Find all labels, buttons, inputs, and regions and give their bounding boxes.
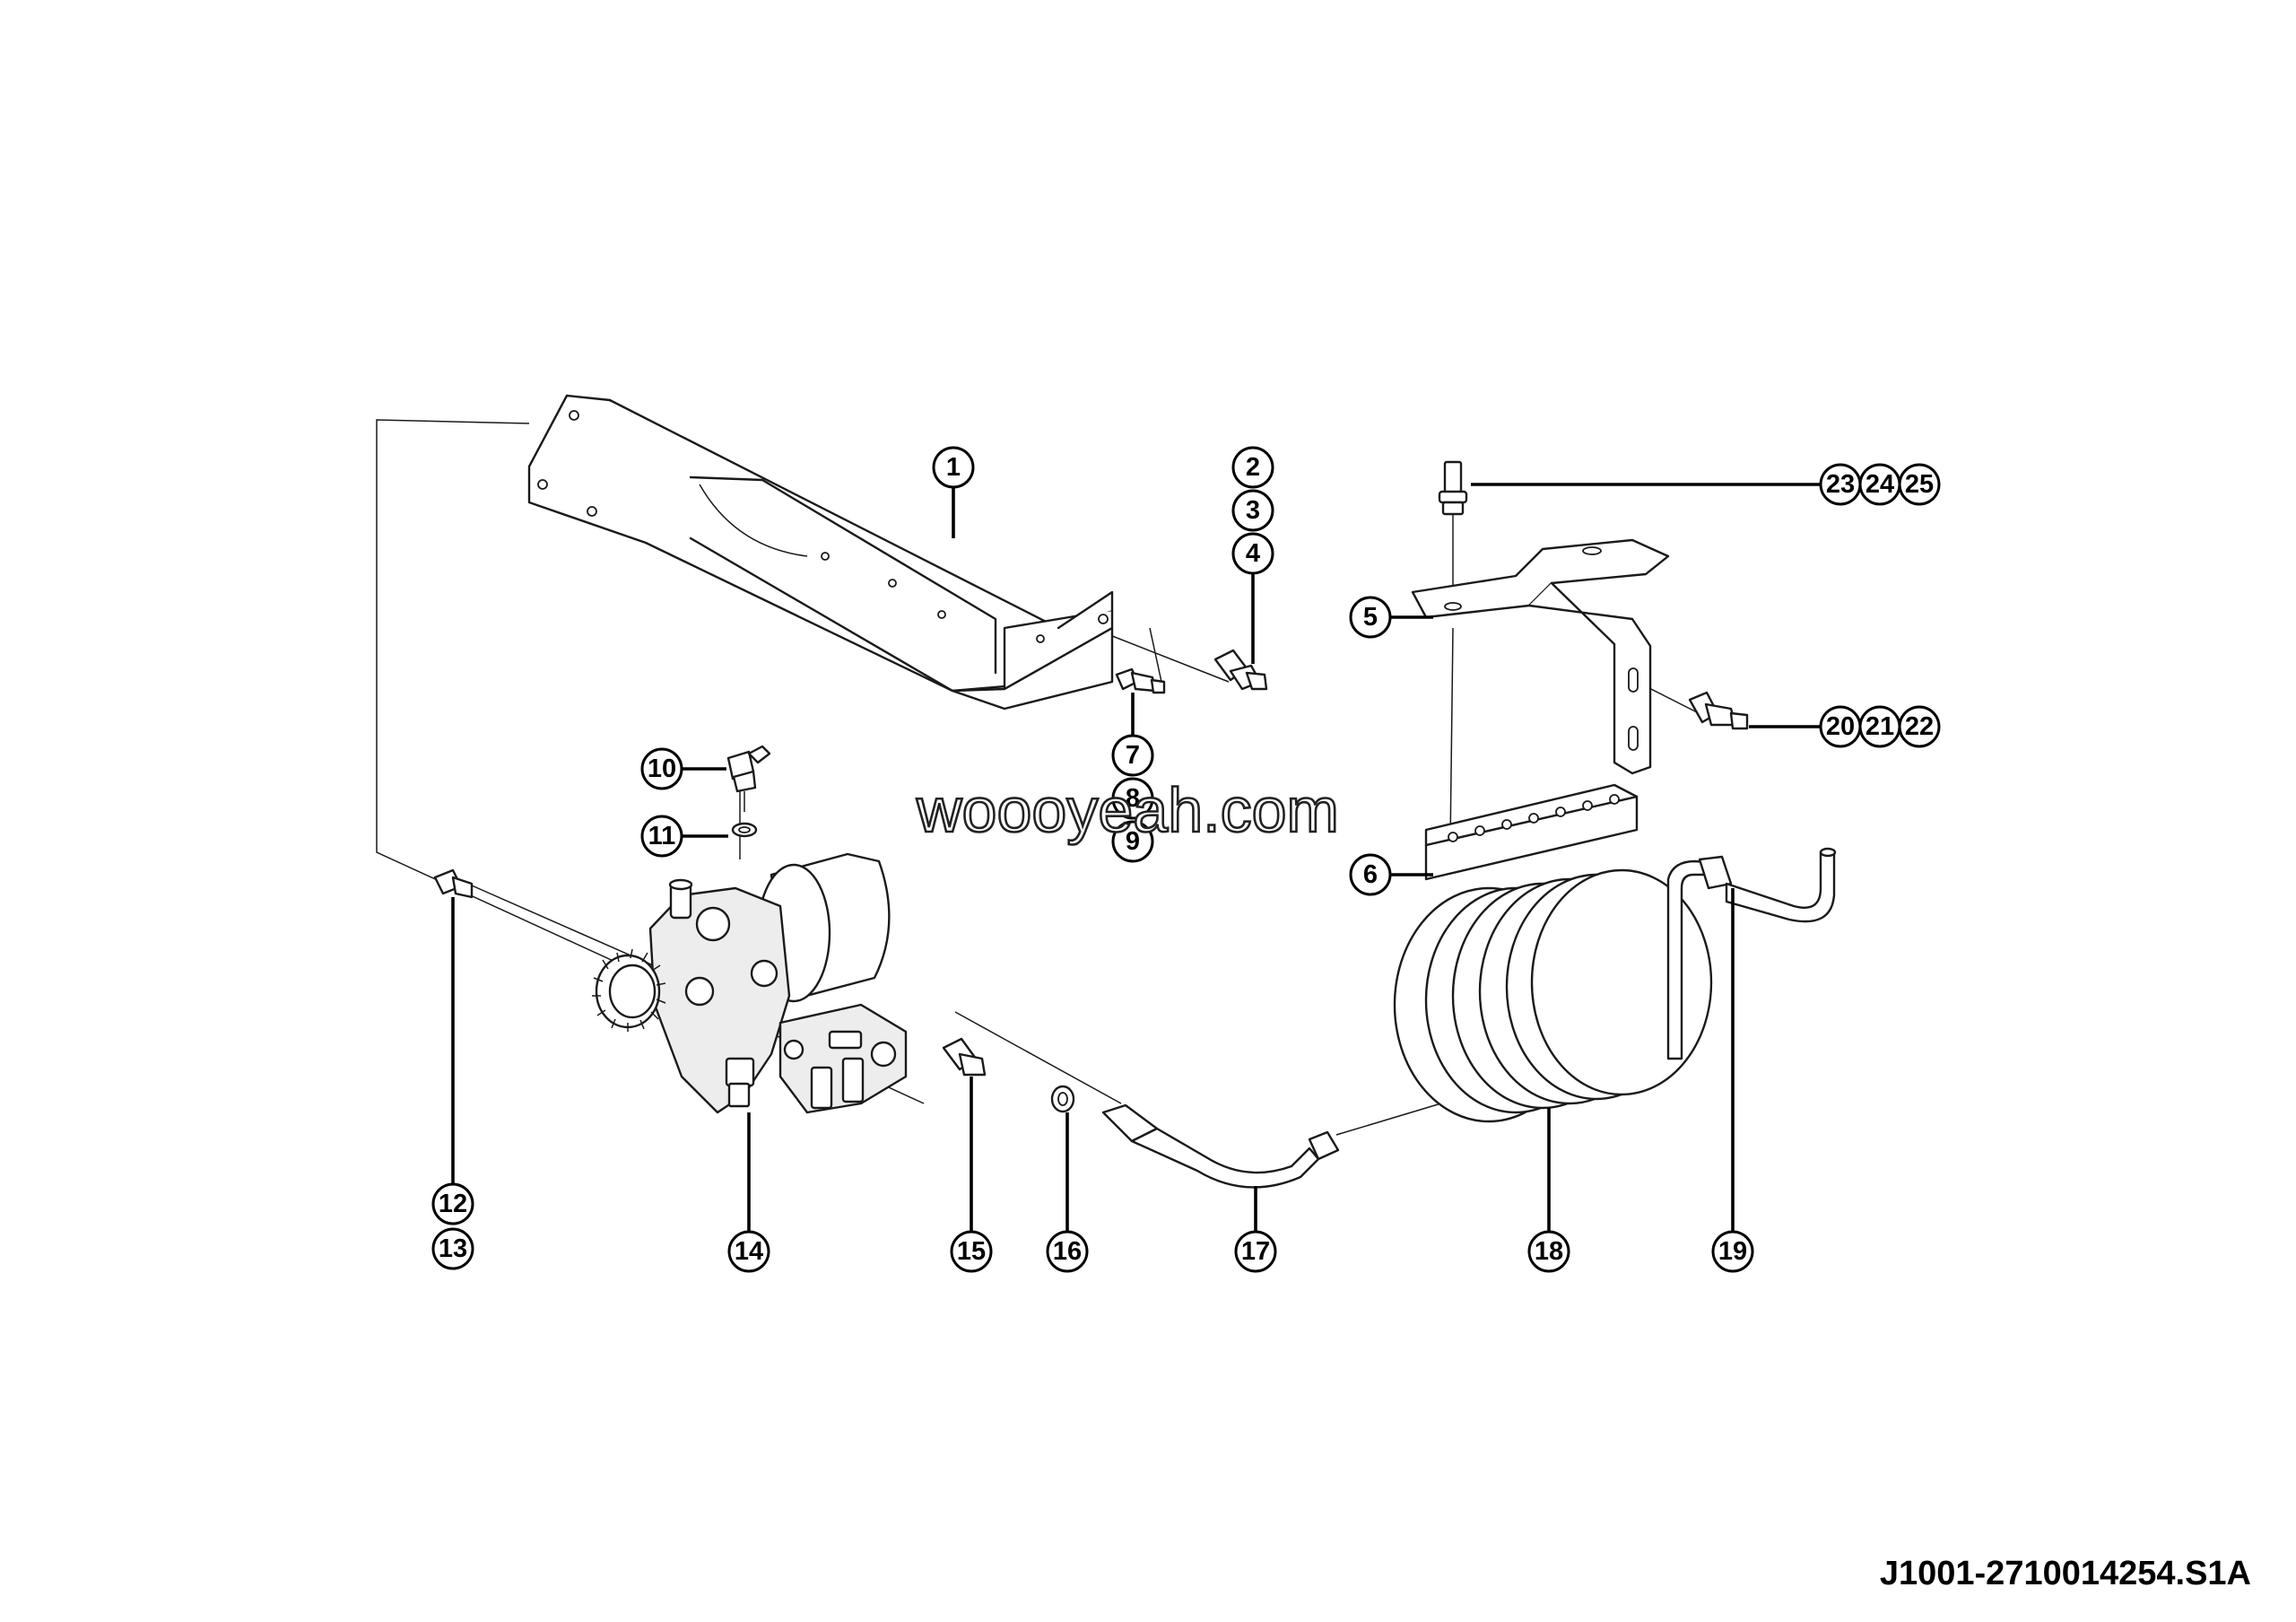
callout-12: 12 — [431, 1182, 474, 1225]
svg-text:24: 24 — [1866, 470, 1894, 499]
svg-text:7: 7 — [1126, 741, 1140, 770]
svg-text:22: 22 — [1905, 712, 1934, 741]
svg-text:2: 2 — [1246, 453, 1260, 482]
svg-text:18: 18 — [1535, 1237, 1563, 1266]
fitting-upper — [1213, 649, 1268, 691]
callout-20: 20 — [1819, 705, 1862, 748]
svg-text:23: 23 — [1826, 470, 1855, 499]
elbow-fitting — [726, 745, 771, 812]
svg-text:3: 3 — [1246, 496, 1260, 525]
fitting-right — [1688, 691, 1749, 730]
svg-text:13: 13 — [439, 1234, 467, 1263]
o-ring-small — [731, 822, 758, 838]
callout-10: 10 — [640, 747, 683, 790]
svg-text:6: 6 — [1363, 860, 1378, 889]
svg-text:10: 10 — [648, 754, 676, 783]
callout-5: 5 — [1349, 596, 1392, 639]
svg-text:8: 8 — [1126, 784, 1140, 813]
callout-9: 9 — [1111, 820, 1154, 863]
callout-15: 15 — [950, 1230, 993, 1273]
watermark-text: woooyeah.com — [916, 775, 1340, 845]
connector — [942, 1037, 987, 1077]
callout-8: 8 — [1111, 777, 1154, 820]
svg-text:17: 17 — [1241, 1237, 1270, 1266]
drawing-code: J1001-2710014254.S1A — [1879, 1555, 2251, 1592]
callout-21: 21 — [1858, 705, 1901, 748]
svg-text:20: 20 — [1826, 712, 1855, 741]
callout-14: 14 — [727, 1230, 770, 1273]
callout-19: 19 — [1711, 1230, 1754, 1273]
seal-ring — [1050, 1085, 1075, 1113]
svg-text:4: 4 — [1246, 539, 1260, 568]
pipe — [1101, 1103, 1340, 1189]
callout-7: 7 — [1111, 734, 1154, 777]
svg-text:9: 9 — [1126, 827, 1140, 856]
callout-11: 11 — [640, 815, 683, 858]
callout-6: 6 — [1349, 853, 1392, 896]
svg-text:19: 19 — [1718, 1237, 1747, 1266]
svg-text:11: 11 — [648, 822, 676, 850]
svg-text:1: 1 — [946, 453, 961, 482]
svg-text:12: 12 — [439, 1190, 467, 1218]
callout-25: 25 — [1898, 463, 1941, 506]
callout-3: 3 — [1231, 489, 1274, 532]
fitting-lower — [1115, 667, 1166, 694]
callout-13: 13 — [431, 1227, 474, 1270]
svg-text:25: 25 — [1905, 470, 1934, 499]
svg-text:21: 21 — [1866, 712, 1894, 741]
svg-text:16: 16 — [1053, 1237, 1082, 1266]
callout-1: 1 — [932, 446, 975, 489]
mounting-plate — [1411, 538, 1670, 775]
svg-text:14: 14 — [735, 1237, 763, 1266]
air-dryer — [592, 852, 908, 1114]
leader-lines — [451, 480, 1821, 1234]
callout-4: 4 — [1231, 532, 1274, 575]
callout-17: 17 — [1234, 1230, 1277, 1273]
svg-text:5: 5 — [1363, 603, 1378, 632]
callout-16: 16 — [1046, 1230, 1089, 1273]
callout-2: 2 — [1231, 446, 1274, 489]
clamp-bar — [1424, 783, 1639, 881]
svg-text:15: 15 — [957, 1237, 986, 1266]
bolt — [1438, 460, 1468, 516]
callout-23: 23 — [1819, 463, 1862, 506]
coil-pipe — [1393, 847, 1837, 1123]
callout-24: 24 — [1858, 463, 1901, 506]
callout-18: 18 — [1527, 1230, 1570, 1273]
callout-22: 22 — [1898, 705, 1941, 748]
plug — [433, 868, 474, 899]
main-bracket — [527, 394, 1114, 711]
